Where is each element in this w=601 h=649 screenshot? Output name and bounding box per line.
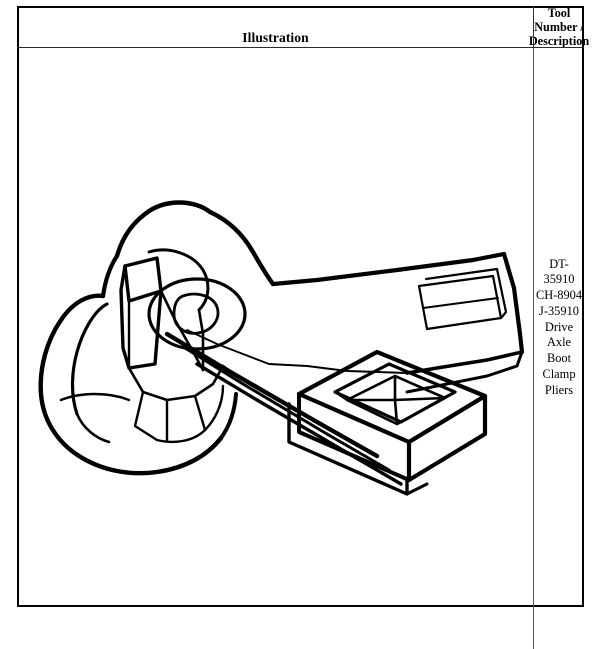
jaw-teeth-upper-row <box>127 364 225 402</box>
upper-handle-panel-divider <box>422 297 499 309</box>
jaw-leaf-right-edge <box>197 308 205 372</box>
illustration-column-header-label: Illustration <box>242 30 309 46</box>
tool-number-description-cell: DT-35910 CH-8904 J-35910 Drive Axle Boot… <box>534 48 584 607</box>
jaw-top-right-curve <box>207 209 276 287</box>
pliers-illustration-svg <box>38 200 525 496</box>
lower-handle-mid-edge <box>183 346 391 472</box>
page-root: Illustration Tool Number / Description <box>17 5 590 649</box>
lower-handle-recess-corner-ne <box>443 390 457 400</box>
illustration-cell <box>17 48 533 607</box>
upper-handle-right-end <box>501 251 525 355</box>
jaw-inner-claw-lower <box>75 412 111 444</box>
jaw-claw-outer-silhouette <box>38 293 224 476</box>
jaw-teeth-right-edge <box>203 384 225 432</box>
lower-handle-recess-corner-s <box>395 420 403 426</box>
jaw-tooth-3 <box>193 394 207 432</box>
body-column-divider <box>533 48 534 649</box>
lower-handle-top-edge <box>164 331 380 459</box>
jaw-claw-right-edge <box>219 392 238 440</box>
header-bottom-divider <box>17 47 584 48</box>
jaw-left-upper-edge <box>100 253 120 299</box>
header-column-divider <box>533 6 534 48</box>
table-header-row: Illustration Tool Number / Description <box>17 6 589 48</box>
upper-handle-lower-lip <box>405 350 524 394</box>
jaw-tooth-1 <box>133 390 159 442</box>
jaw-inner-claw-curve <box>70 302 109 416</box>
lower-handle-box-right-face <box>406 393 488 483</box>
pivot-hole-outer-ring <box>147 277 247 351</box>
pliers-line-art <box>38 200 525 496</box>
table-body-row: DT-35910 CH-8904 J-35910 Drive Axle Boot… <box>17 48 584 649</box>
jaw-prong-left-face <box>119 264 163 370</box>
jaw-leaf-diagonal <box>159 289 205 372</box>
lower-handle-box-skirt-corner <box>405 482 429 496</box>
tool-reference-table: Illustration Tool Number / Description <box>17 6 589 649</box>
jaw-teeth-lower-row <box>155 428 207 444</box>
upper-handle-inner-taper <box>186 329 270 365</box>
lower-handle-recess-shelf-right <box>393 396 447 402</box>
tool-column-header-label: Tool Number / Description <box>528 5 590 49</box>
lower-handle-recess-corner-nw <box>333 390 349 402</box>
tool-number-description-text: DT-35910 CH-8904 J-35910 Drive Axle Boot… <box>535 256 583 397</box>
upper-handle-panel-corner <box>500 311 507 319</box>
header-cell-illustration: Illustration <box>17 6 534 48</box>
pivot-hole-inner <box>172 292 220 335</box>
header-cell-tool-number-description: Tool Number / Description <box>529 6 589 48</box>
jaw-top-left-curve <box>114 200 213 259</box>
jaw-claw-crease <box>59 392 131 402</box>
lower-handle-box-skirt <box>287 402 409 496</box>
jaw-leaf-top-curve <box>147 248 210 312</box>
upper-handle-top-edge <box>270 251 507 287</box>
lower-handle-box-left-face <box>297 392 411 482</box>
